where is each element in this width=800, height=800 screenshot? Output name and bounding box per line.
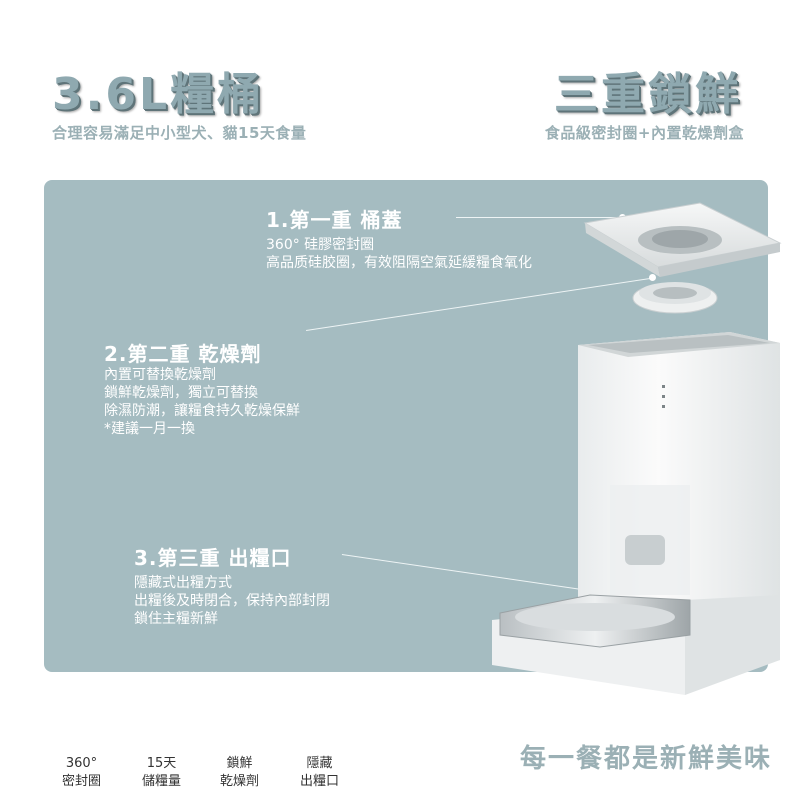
freshness-headline: 三重鎖鮮	[554, 69, 742, 120]
bottom-feature-desiccant-bottom: 乾燥劑	[220, 774, 260, 789]
freshness-subtitle: 食品級密封圈+內置乾燥劑盒	[544, 124, 744, 142]
feature-1-line-2: 高品质硅胶圈，有效阻隔空氣延緩糧食氧化	[266, 255, 532, 271]
feeder-body-part	[578, 332, 780, 675]
feature-1-leader	[456, 217, 622, 218]
feature-1-line-1: 360° 硅膠密封圈	[266, 237, 375, 253]
capacity-subtitle: 合理容易滿足中小型犬、貓15天食量	[52, 124, 307, 142]
bottom-feature-storage: 15天 儲糧量	[142, 755, 181, 791]
bottom-feature-storage-top: 15天	[146, 756, 177, 771]
feature-3-title: 3.第三重 出糧口	[134, 546, 292, 570]
feature-3-line-1: 隱藏式出糧方式	[134, 575, 232, 591]
bottom-feature-desiccant: 鎖鮮 乾燥劑	[220, 755, 259, 791]
feature-2-line-3: 除濕防潮，讓糧食持久乾燥保鮮	[104, 403, 300, 419]
lid-part	[583, 202, 782, 277]
feature-2-description: 內置可替換乾燥劑 鎖鮮乾燥劑，獨立可替換 除濕防潮，讓糧食持久乾燥保鮮 *建議一…	[104, 366, 300, 438]
bottom-feature-seal: 360° 密封圈	[62, 755, 101, 791]
feature-2-leader-dot	[649, 274, 656, 281]
base-and-bowl-part	[492, 594, 780, 695]
bottom-feature-outlet: 隱藏 出糧口	[300, 755, 339, 791]
feature-3-description: 隱藏式出糧方式 出糧後及時閉合，保持內部封閉 鎖住主糧新鮮	[134, 574, 330, 628]
feature-3-line-3: 鎖住主糧新鮮	[134, 611, 218, 627]
feature-2-line-2: 鎖鮮乾燥劑，獨立可替換	[104, 385, 258, 401]
bottom-feature-outlet-bottom: 出糧口	[300, 774, 340, 789]
capacity-headline: 3.6L糧桶	[52, 69, 264, 120]
desiccant-box-part	[632, 282, 718, 314]
bottom-feature-desiccant-top: 鎖鮮	[226, 756, 253, 771]
bottom-feature-seal-bottom: 密封圈	[62, 774, 102, 789]
feature-2-line-4: *建議一月一換	[104, 421, 195, 437]
feature-1-description: 360° 硅膠密封圈 高品质硅胶圈，有效阻隔空氣延緩糧食氧化	[266, 236, 532, 272]
pet-feeder-illustration	[492, 202, 782, 695]
bottom-feature-storage-bottom: 儲糧量	[142, 774, 182, 789]
feature-1-title: 1.第一重 桶蓋	[266, 208, 403, 232]
feature-2-title: 2.第二重 乾燥劑	[104, 342, 262, 366]
bottom-feature-seal-top: 360°	[65, 756, 98, 771]
feature-3-line-2: 出糧後及時閉合，保持內部封閉	[134, 593, 330, 609]
tagline: 每一餐都是新鮮美味	[519, 744, 772, 774]
feature-2-line-1: 內置可替換乾燥劑	[104, 367, 216, 383]
bottom-feature-outlet-top: 隱藏	[306, 756, 333, 771]
